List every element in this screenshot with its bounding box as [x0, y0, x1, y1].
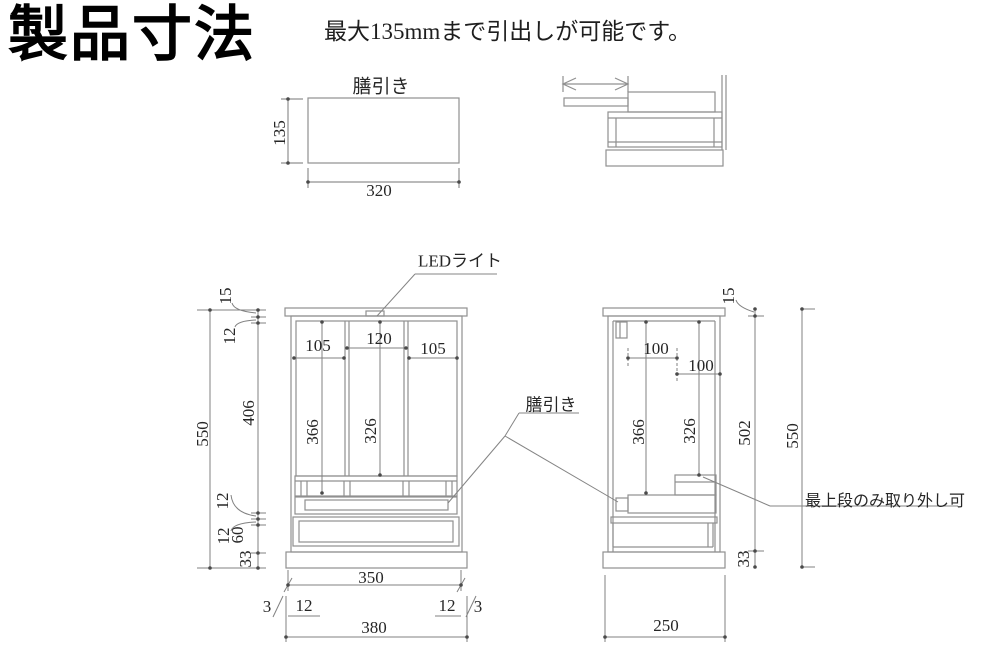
- front-top-cap: [284, 307, 468, 317]
- side-body-height-dim: 502: [735, 420, 754, 446]
- front-left-section-dim: 366: [303, 419, 322, 445]
- tray-top-diagram: [281, 97, 460, 188]
- front-drawer-height-dim: 60: [228, 526, 247, 544]
- led-light-label: LEDライト: [417, 251, 503, 271]
- removable-shelf-label: 最上段のみ取り外し可: [805, 493, 966, 510]
- tray-width-dim: 320: [366, 181, 392, 200]
- front-right-gap-dim: 3: [473, 597, 483, 616]
- front-outer-width-dim: 380: [361, 618, 387, 637]
- front-shelf-dim: 12: [213, 492, 232, 510]
- front-shelf: [294, 475, 458, 497]
- dimension-dots: [208, 97, 804, 639]
- front-right-width-dim: 105: [420, 339, 446, 358]
- front-view-drawing: [284, 307, 468, 569]
- side-view-dimensions: [604, 299, 815, 642]
- tray-board: [563, 97, 629, 107]
- front-interior-height-dim: 406: [239, 400, 258, 426]
- front-center-section-dim: 326: [361, 418, 380, 444]
- front-center-width-dim: 120: [366, 329, 392, 348]
- tray-outline: [307, 97, 460, 164]
- side-front-depth-dim: 100: [643, 339, 669, 358]
- side-left-section-dim: 366: [629, 419, 648, 445]
- max-pullout-note: 最大135mmまで引出しが可能です。: [324, 19, 691, 44]
- side-right-section-dim: 326: [680, 418, 699, 444]
- side-top-cap: [602, 307, 726, 317]
- led-unit: [365, 310, 385, 317]
- front-base: [285, 551, 468, 569]
- side-view-drawing: [602, 307, 726, 569]
- side-back-depth-dim: 100: [688, 356, 714, 375]
- removable-top-shelf: [674, 474, 717, 496]
- tray-callout-label: 膳引き: [525, 395, 577, 415]
- leader-lines: [376, 273, 958, 507]
- front-left-wall-dim: 12: [295, 596, 313, 615]
- front-left-width-dim: 105: [305, 336, 331, 355]
- side-total-height-dim: 550: [783, 423, 802, 449]
- front-top-rail-dim: 12: [220, 327, 239, 345]
- side-tray-front: [615, 497, 629, 512]
- front-tray-slot: [304, 499, 449, 511]
- front-cap-dim: 15: [216, 287, 235, 305]
- tray-height-dim: 135: [270, 120, 289, 146]
- side-outer-depth-dim: 250: [653, 616, 679, 635]
- front-right-wall-dim: 12: [438, 596, 456, 615]
- arrowhead-left-icon: [561, 77, 577, 91]
- side-led-housing: [615, 321, 628, 339]
- side-base-height-dim: 33: [734, 550, 753, 568]
- tray-diagram-label: 膳引き: [352, 76, 410, 98]
- side-shelf: [627, 494, 717, 514]
- front-drawer: [292, 516, 460, 547]
- pullout-base: [605, 149, 724, 167]
- side-cap-dim: 15: [719, 287, 738, 305]
- tray-pullout-diagram: [561, 75, 727, 167]
- front-base-height-dim: 33: [236, 550, 255, 568]
- tray-body: [627, 91, 716, 113]
- side-base: [602, 551, 726, 569]
- page-title: 製品寸法: [8, 2, 256, 68]
- front-inner-width-dim: 350: [358, 568, 384, 587]
- front-left-gap-dim: 3: [262, 597, 272, 616]
- front-total-height-dim: 550: [193, 421, 212, 447]
- arrowhead-right-icon: [614, 77, 630, 91]
